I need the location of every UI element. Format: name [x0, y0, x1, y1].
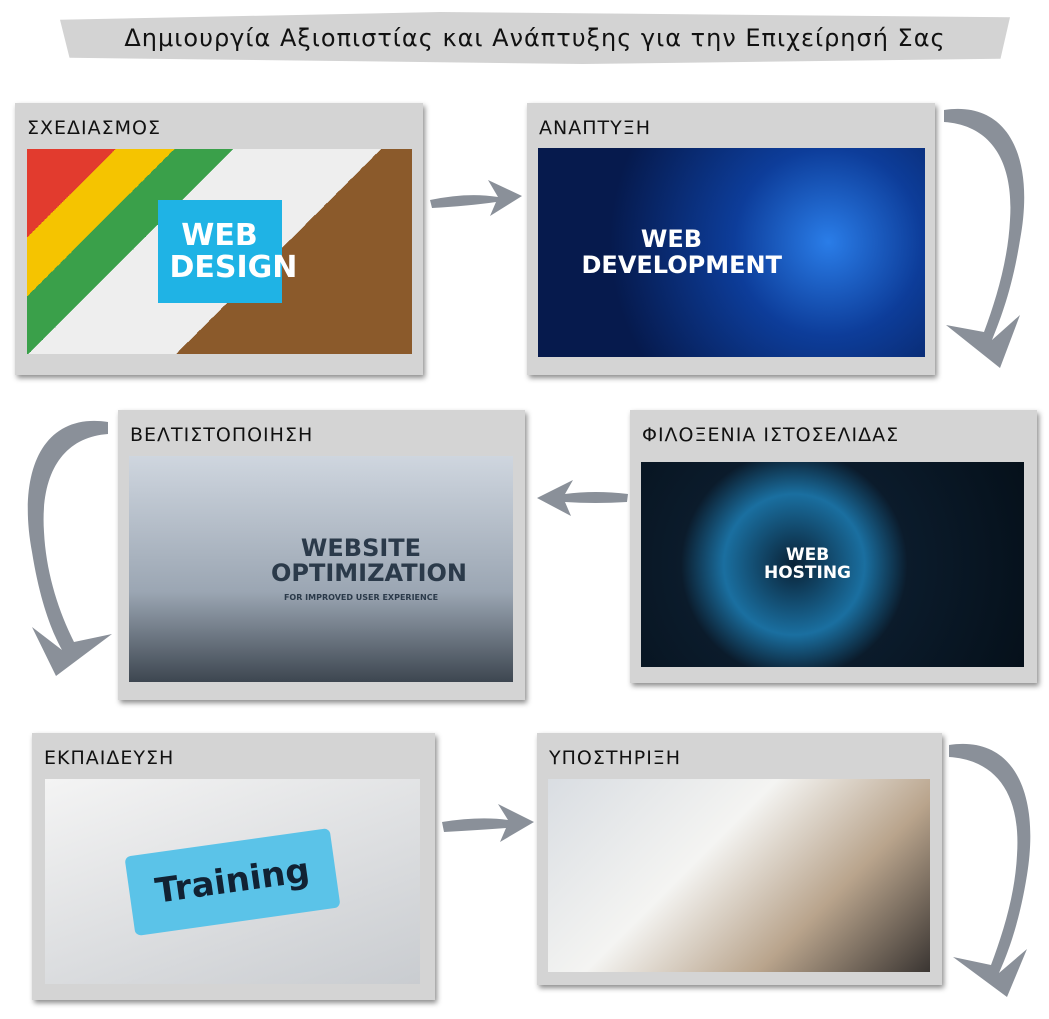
arrow-left-icon: [537, 480, 628, 516]
training-image: Training: [45, 779, 420, 984]
step-card-design: ΣΧΕΔΙΑΣΜΟΣ WEB DESIGN: [15, 103, 423, 375]
image-caption: WEB HOSTING: [763, 544, 852, 583]
step-label: ΦΙΛΟΞΕΝΙΑ ΙΣΤΟΣΕΛΙΔΑΣ: [642, 424, 900, 446]
image-caption: WEB DEVELOPMENT: [581, 225, 782, 279]
arrow-right-icon: [430, 180, 522, 216]
support-image: [548, 779, 930, 972]
web-design-image: WEB DESIGN: [27, 149, 412, 354]
page-title: Δημιουργία Αξιοπιστίας και Ανάπτυξης για…: [124, 24, 946, 52]
image-caption: Training: [124, 827, 341, 936]
step-label: ΒΕΛΤΙΣΤΟΠΟΙΗΣΗ: [130, 424, 314, 446]
title-banner: Δημιουργία Αξιοπιστίας και Ανάπτυξης για…: [60, 12, 1010, 64]
step-card-support: ΥΠΟΣΤΗΡΙΞΗ: [537, 733, 942, 985]
image-caption: WEB DESIGN: [157, 200, 297, 303]
arrow-right-icon: [442, 804, 534, 842]
web-hosting-image: WEB HOSTING: [641, 462, 1024, 667]
step-card-hosting: ΦΙΛΟΞΕΝΙΑ ΙΣΤΟΣΕΛΙΔΑΣ WEB HOSTING: [630, 410, 1037, 683]
step-label: ΕΚΠΑΙΔΕΥΣΗ: [44, 747, 175, 769]
step-label: ΑΝΑΠΤΥΞΗ: [539, 117, 651, 139]
image-subcaption: FOR IMPROVED USER EXPERIENCE: [283, 592, 439, 602]
step-label: ΥΠΟΣΤΗΡΙΞΗ: [549, 747, 682, 769]
curved-arrow-down-icon: [949, 743, 1031, 997]
step-card-training: ΕΚΠΑΙΔΕΥΣΗ Training: [32, 733, 435, 1000]
image-caption: WEBSITE OPTIMIZATION: [271, 533, 468, 587]
website-optimization-image: WEBSITE OPTIMIZATION FOR IMPROVED USER E…: [129, 456, 513, 682]
web-development-image: WEB DEVELOPMENT: [538, 148, 925, 357]
curved-arrow-down-icon: [27, 420, 112, 676]
step-card-optimization: ΒΕΛΤΙΣΤΟΠΟΙΗΣΗ WEBSITE OPTIMIZATION FOR …: [118, 410, 525, 700]
curved-arrow-down-icon: [944, 108, 1025, 369]
step-label: ΣΧΕΔΙΑΣΜΟΣ: [27, 117, 161, 139]
step-card-development: ΑΝΑΠΤΥΞΗ WEB DEVELOPMENT: [527, 103, 935, 375]
